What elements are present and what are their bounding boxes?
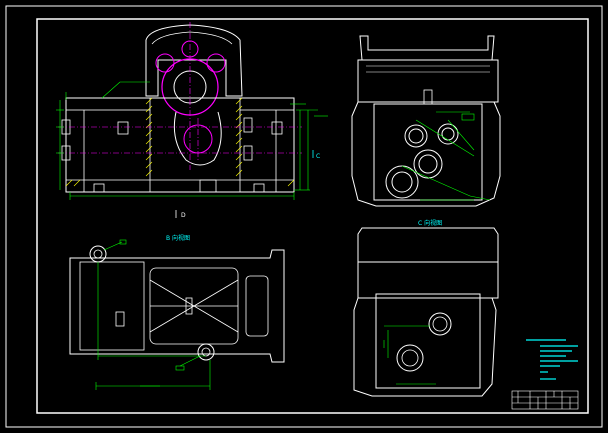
c-view-face <box>373 103 483 201</box>
c-view-label: C 向视图 <box>418 219 442 227</box>
br-bore-lower <box>396 344 424 372</box>
boss-top-left <box>89 245 107 263</box>
b-view: B 向视图 <box>69 234 285 390</box>
left-flange <box>65 97 151 111</box>
br-bore-upper <box>428 312 452 336</box>
c-view-lower-body <box>351 101 501 207</box>
c-view-bores <box>385 123 459 199</box>
right-flange <box>239 97 295 111</box>
front-view-label: D <box>181 212 186 219</box>
outer-border <box>5 5 603 428</box>
housing-body <box>65 97 295 193</box>
right-bore <box>206 53 226 73</box>
br-view-top <box>357 227 499 263</box>
br-view-lower <box>353 297 497 397</box>
lower-lobe <box>173 111 222 166</box>
br-view-upper <box>357 261 499 299</box>
br-view-dimensions <box>383 325 436 385</box>
b-view-label: B 向视图 <box>166 234 190 242</box>
c-view-dimensions <box>401 111 491 201</box>
c-view: C 向视图 <box>351 35 501 227</box>
front-dimensions <box>56 81 328 200</box>
b-view-outline <box>69 249 285 363</box>
section-hatch <box>65 97 295 187</box>
bottom-right-view <box>353 227 499 397</box>
center-lines <box>58 22 302 170</box>
c-view-top-rail <box>359 35 495 61</box>
drawing-frame <box>36 18 589 414</box>
br-view-face <box>375 293 481 389</box>
housing-arch <box>145 24 243 97</box>
boss-bottom <box>197 343 215 361</box>
b-view-dimensions <box>95 241 211 390</box>
front-section-view: C D <box>56 22 328 219</box>
technical-notes <box>526 339 578 380</box>
housing-inner-arch <box>151 31 233 45</box>
b-view-ribs <box>149 279 239 333</box>
side-mark: C <box>316 153 320 160</box>
left-bore <box>155 53 175 73</box>
title-block <box>511 390 579 410</box>
c-view-upper-body <box>357 59 499 103</box>
